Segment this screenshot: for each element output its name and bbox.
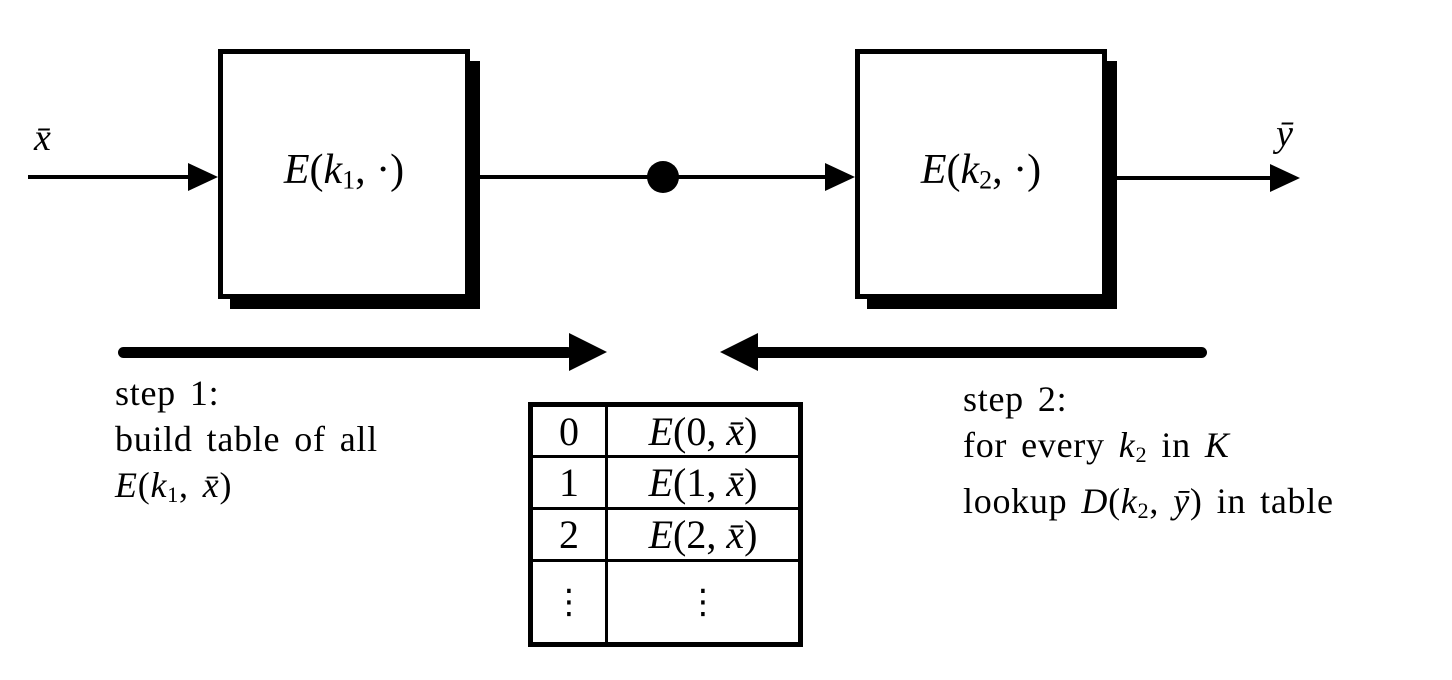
step1-line2: build table of all <box>115 419 378 459</box>
step1-annotation: step 1: build table of all E(k1, x̄) <box>115 370 378 518</box>
encryption-box-1-label: E(k1, ·) <box>283 147 405 195</box>
table-row: 2 E(2, x̄) <box>529 507 802 562</box>
table-value-cell: ⋮ <box>605 559 802 646</box>
junction-dot <box>647 161 679 193</box>
step1-formula: E(k1, x̄) <box>115 465 233 507</box>
step2-arrow-bar <box>753 347 1207 358</box>
middle-arrowhead-icon <box>825 163 855 191</box>
step1-arrowhead-icon <box>569 333 607 371</box>
output-arrowhead-icon <box>1270 164 1300 192</box>
table-value-cell: E(0, x̄) <box>605 403 802 458</box>
table-key-cell: 2 <box>529 507 608 562</box>
table-row-ellipsis: ⋮ ⋮ <box>529 559 802 646</box>
step2-line2: for every k2 in K <box>963 425 1230 467</box>
step1-arrow-bar <box>118 347 573 358</box>
step2-title: step 2: <box>963 379 1068 419</box>
step2-arrowhead-icon <box>720 333 758 371</box>
input-label: x̄ <box>34 117 51 159</box>
output-arrow-line <box>1107 176 1272 180</box>
table-row: 0 E(0, x̄) <box>529 403 802 458</box>
step2-annotation: step 2: for every k2 in K lookup D(k2, ȳ… <box>963 376 1334 534</box>
table-key-cell: 1 <box>529 455 608 510</box>
encryption-box-1: E(k1, ·) <box>218 49 470 299</box>
step1-title: step 1: <box>115 373 220 413</box>
table-key-cell: ⋮ <box>529 559 608 646</box>
output-label: ȳ <box>1276 113 1293 155</box>
table-key-cell: 0 <box>529 403 608 458</box>
input-arrowhead-icon <box>188 163 218 191</box>
lookup-table: 0 E(0, x̄) 1 E(1, x̄) 2 E(2, x̄) ⋮ ⋮ <box>528 402 803 647</box>
table-value-cell: E(2, x̄) <box>605 507 802 562</box>
input-arrow-line <box>28 175 190 179</box>
encryption-box-2-label: E(k2, ·) <box>920 147 1042 195</box>
step2-line3: lookup D(k2, ȳ) in table <box>963 480 1334 523</box>
table-value-cell: E(1, x̄) <box>605 455 802 510</box>
encryption-box-2: E(k2, ·) <box>855 49 1107 299</box>
table-row: 1 E(1, x̄) <box>529 455 802 510</box>
